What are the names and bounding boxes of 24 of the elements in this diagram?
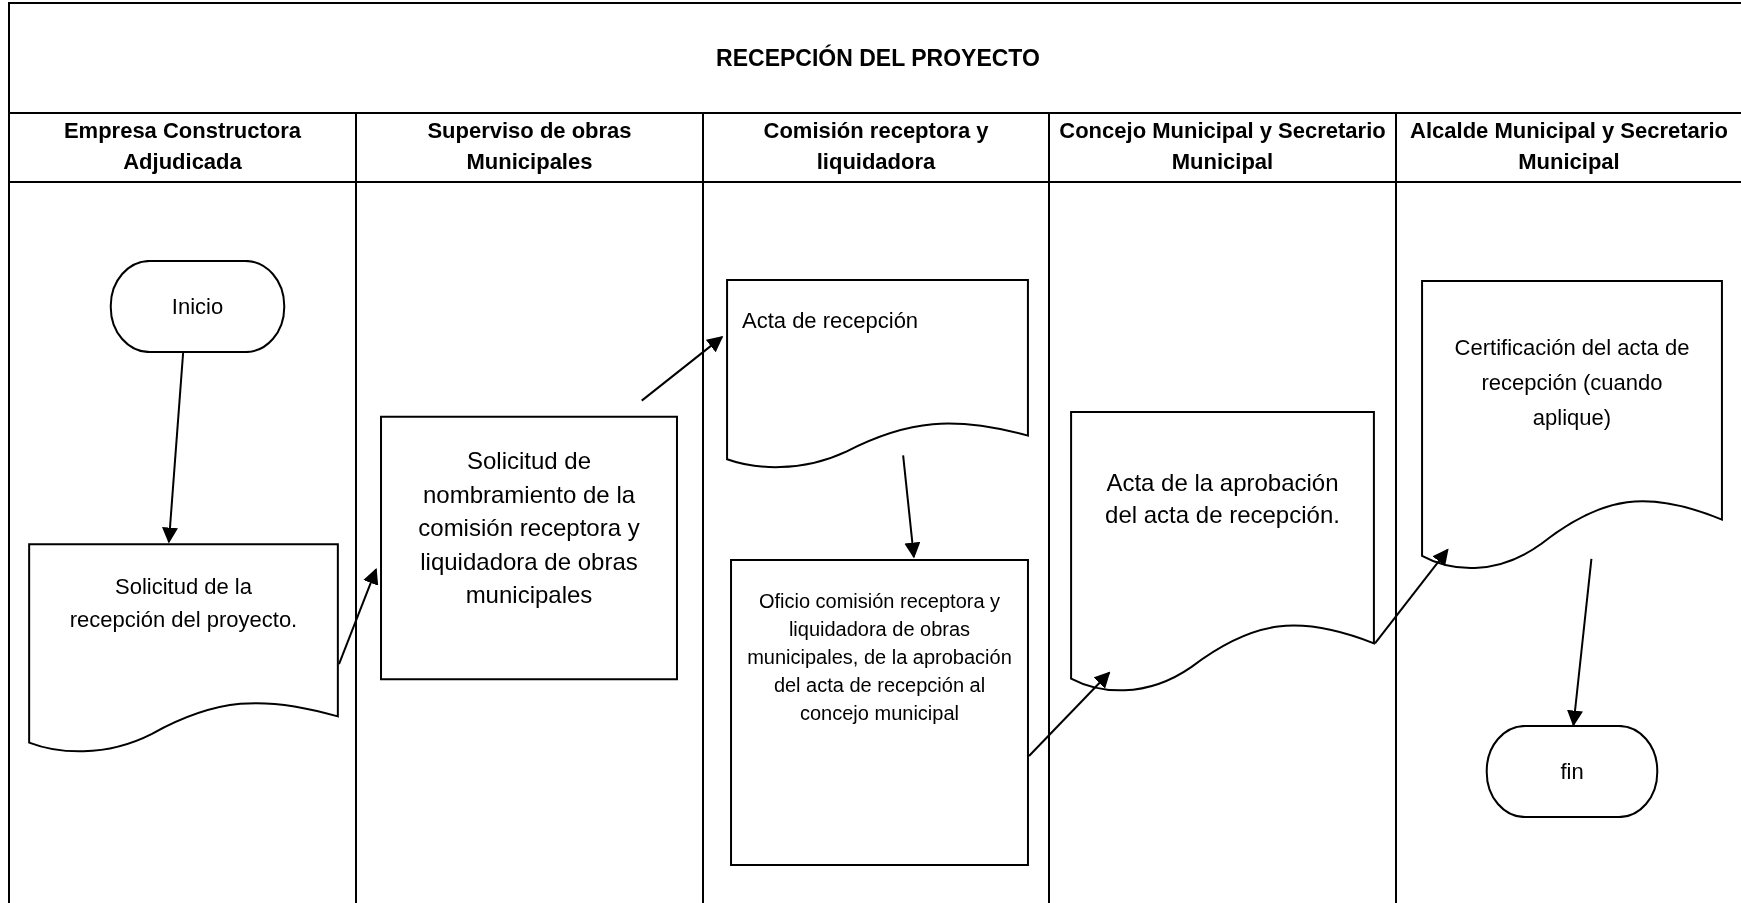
node-text: Solicitud de la recepción del proyecto. [69, 574, 298, 632]
node-text: Certificación del acta de recepción (cuando aplique) [1454, 335, 1690, 431]
node-text: Acta de la aprobación del acta de recepción. [1105, 469, 1340, 529]
arrow [902, 454, 921, 559]
arrow [1374, 548, 1449, 645]
node-text: Oficio comisión receptora y liquidadora de obras municipales, de la aprobación del acta de recepción al concejo municipal [747, 590, 1012, 724]
lane-header: Comisión receptora y liquidadora [762, 117, 990, 176]
arrow [162, 352, 185, 544]
arrow [338, 567, 379, 666]
arrow [1028, 671, 1111, 758]
lane-header: Alcalde Municipal y Secretario Municipal [1409, 117, 1729, 176]
node-text: Solicitud de nombramiento de la comisión receptora y liquidadora de obras municipales [418, 447, 640, 609]
node-text: Acta de recepción [742, 308, 919, 333]
node-text: Inicio [171, 294, 224, 319]
arrow [1567, 557, 1593, 727]
process-box [378, 414, 680, 682]
lane-header: Superviso de obras Municipales [426, 117, 633, 176]
swimlane [8, 113, 357, 903]
diagram-title: RECEPCIÓN DEL PROYECTO [716, 43, 1040, 73]
lane-header: Empresa Constructora Adjudicada [62, 117, 303, 176]
process-box [728, 557, 1031, 868]
lane-header: Concejo Municipal y Secretario Municipal [1058, 117, 1387, 176]
arrow [640, 336, 724, 402]
node-text: fin [1560, 759, 1584, 784]
